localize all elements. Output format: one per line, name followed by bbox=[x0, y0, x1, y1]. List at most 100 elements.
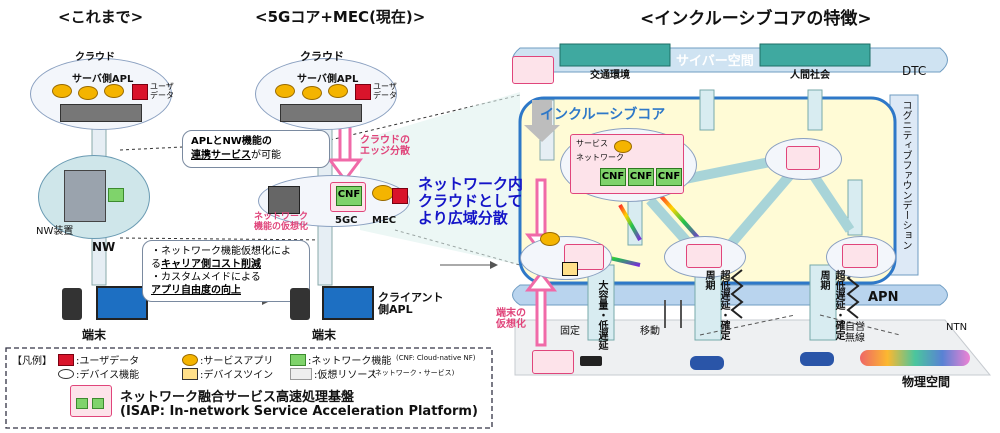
mobile-label: 移動 bbox=[640, 326, 660, 337]
legend-device-function: :デバイス機能 bbox=[76, 370, 140, 381]
client-apl-label: クライアント 側APL bbox=[378, 291, 444, 316]
header-past: <これまで> bbox=[58, 8, 144, 26]
5gc-server-icon bbox=[268, 186, 300, 214]
bullet2-a: ・カスタムメイドによる bbox=[151, 272, 261, 283]
nw-device-label: NW装置 bbox=[36, 226, 74, 237]
device-twin-icon bbox=[562, 262, 578, 276]
ultra-low-label-1: 超低遅延・確定周期 bbox=[703, 270, 729, 340]
middle-service-app-icon-2 bbox=[302, 86, 322, 100]
service-label: サービス bbox=[576, 139, 608, 148]
traffic-label: 交通環境 bbox=[590, 70, 630, 81]
middle-cloud-label: クラウド bbox=[300, 50, 344, 63]
nw-label: NW bbox=[92, 240, 116, 254]
physical-space-label: 物理空間 bbox=[902, 375, 951, 389]
left-server-rack-icon bbox=[60, 104, 142, 122]
link-service-callout: APLとNW機能の 連携サービスが可能 bbox=[182, 130, 330, 168]
callout-bold: 連携サービス bbox=[191, 150, 251, 161]
terminal-virtual-label: 端末の 仮想化 bbox=[496, 308, 526, 330]
core-isap-2 bbox=[786, 146, 820, 170]
bullet1-a: ・ネットワーク機能仮想化によ bbox=[151, 246, 291, 257]
left-service-app-icon-2 bbox=[78, 86, 98, 100]
antenna-icon bbox=[664, 300, 682, 328]
core-service-app-icon bbox=[614, 140, 632, 153]
header-current: <5Gコア+MEC(現在)> bbox=[255, 8, 426, 26]
legend-virtual-note: (ネットワーク・サービス) bbox=[372, 369, 455, 377]
left-user-data-label: ユーザ データ bbox=[150, 82, 174, 100]
legend-cnf-note: (CNF: Cloud-native NF) bbox=[396, 354, 476, 362]
network-label: ネットワーク bbox=[576, 153, 624, 162]
middle-server-apl: サーバ側APL bbox=[297, 74, 359, 85]
bullet2-bold: アプリ自由度の向上 bbox=[151, 285, 241, 296]
left-server-apl: サーバ側APL bbox=[72, 74, 134, 85]
fixed-label: 固定 bbox=[560, 326, 580, 337]
5gc-label: 5GC bbox=[335, 215, 358, 226]
legend-isap-chip-2 bbox=[92, 398, 104, 409]
core-cnf-3: CNF bbox=[656, 168, 682, 186]
middle-service-app-icon bbox=[275, 84, 295, 98]
crowd-icon bbox=[860, 350, 970, 366]
middle-pc-icon bbox=[322, 286, 374, 320]
dtc-isap-icon bbox=[512, 56, 554, 84]
dtc-label: DTC bbox=[902, 64, 927, 78]
core-cnf-2: CNF bbox=[628, 168, 654, 186]
middle-terminal-label: 端末 bbox=[312, 328, 337, 342]
middle-service-app-icon-3 bbox=[328, 84, 348, 98]
left-cloud-label: クラウド bbox=[75, 52, 115, 63]
mec-user-data-icon bbox=[392, 188, 408, 204]
left-terminal-label: 端末 bbox=[82, 328, 107, 342]
left-nw-ellipse bbox=[38, 155, 150, 239]
legend-isap-chip-1 bbox=[76, 398, 88, 409]
legend-isap-title: ネットワーク融合サービス高速処理基盤 bbox=[120, 390, 355, 405]
benefits-callout: ・ネットワーク機能仮想化によ るキャリア側コスト削減 ・カスタムメイドによる ア… bbox=[142, 240, 310, 302]
edge-split-label: クラウドの エッジ分散 bbox=[360, 135, 410, 157]
callout-line1: APLとNW機能の bbox=[191, 136, 272, 147]
legend-service-app-icon bbox=[182, 354, 198, 366]
callout-suffix: が可能 bbox=[251, 150, 281, 161]
ntn-label: NTN bbox=[946, 322, 968, 333]
legend-user-data-icon bbox=[58, 354, 74, 366]
legend-device-twin: :デバイスツイン bbox=[200, 370, 274, 381]
legend-device-twin-icon bbox=[182, 368, 198, 380]
wide-distribution-text: ネットワーク内 クラウドとして より広域分散 bbox=[418, 175, 524, 227]
human-society-label: 人間社会 bbox=[790, 70, 830, 81]
large-capacity-label: 大容量・低遅延 bbox=[596, 280, 607, 350]
legend-virtual-resource: :仮想リソース bbox=[314, 370, 377, 381]
left-smartphone-icon bbox=[62, 288, 82, 320]
left-pc-icon bbox=[96, 286, 148, 320]
car-icon-2 bbox=[800, 352, 834, 366]
header-future: <インクルーシブコアの特徴> bbox=[640, 9, 872, 29]
bullet1-b: る bbox=[151, 259, 161, 270]
middle-server-rack-icon bbox=[280, 104, 362, 122]
middle-cnf-box: CNF bbox=[336, 186, 362, 206]
middle-user-data-icon bbox=[355, 84, 371, 100]
core-cnf-1: CNF bbox=[600, 168, 626, 186]
mec-label: MEC bbox=[372, 215, 397, 226]
nw-virtual-label: ネットワーク 機能の仮想化 bbox=[254, 212, 309, 232]
middle-user-data-label: ユーザ データ bbox=[373, 82, 397, 100]
cyber-space-label: サイバー空間 bbox=[676, 54, 754, 69]
legend-isap-sub: (ISAP: In-network Service Acceleration P… bbox=[120, 404, 478, 419]
cognitive-foundation-label: コグニティブファウンデーション bbox=[900, 100, 911, 250]
ultra-low-label-2: 超低遅延・確定周期 bbox=[818, 270, 844, 340]
left-service-app-icon-3 bbox=[104, 84, 124, 98]
core-isap-4 bbox=[842, 244, 878, 268]
nw-device-icon bbox=[64, 170, 106, 222]
legend-user-data: :ユーザデータ bbox=[76, 356, 140, 367]
inclusive-core-label: インクルーシブコア bbox=[540, 107, 666, 123]
bullet1-bold: キャリア側コスト削減 bbox=[161, 259, 261, 270]
left-nw-function-icon bbox=[108, 188, 124, 202]
legend-nw-function-icon bbox=[290, 354, 306, 366]
apn-label: APN bbox=[868, 290, 899, 305]
legend-virtual-resource-icon bbox=[290, 368, 312, 380]
core-isap-3 bbox=[686, 244, 722, 268]
left-user-data-icon bbox=[132, 84, 148, 100]
left-service-app-icon bbox=[52, 84, 72, 98]
ground-isap-icon bbox=[532, 350, 574, 374]
legend-bracket: 【凡例】 bbox=[12, 356, 52, 367]
legend-device-function-icon bbox=[58, 369, 74, 379]
private-wireless-label: 自営 無線 bbox=[845, 322, 865, 344]
legend-service-app: :サービスアプリ bbox=[200, 356, 274, 367]
mec-service-app-icon bbox=[372, 185, 394, 201]
edge-service-app-icon bbox=[540, 232, 560, 246]
car-icon-1 bbox=[690, 356, 724, 370]
